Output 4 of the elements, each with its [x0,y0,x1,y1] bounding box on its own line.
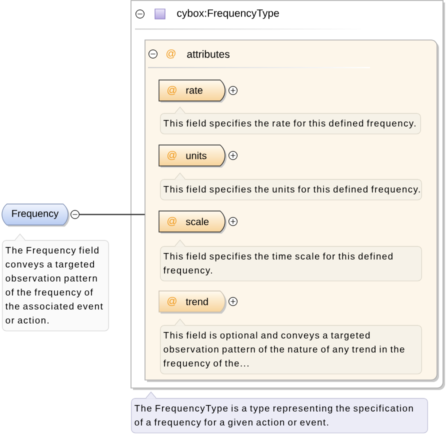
description-callout: The FrequencyType is a type representing the specification of a frequency for a given action or event. [131,391,428,434]
element-box: Frequency [2,204,70,227]
description-callout: The Frequency field conveys a targeted observation pattern of the frequency of the associated event or action. [2,233,109,332]
connector-line [79,214,145,216]
